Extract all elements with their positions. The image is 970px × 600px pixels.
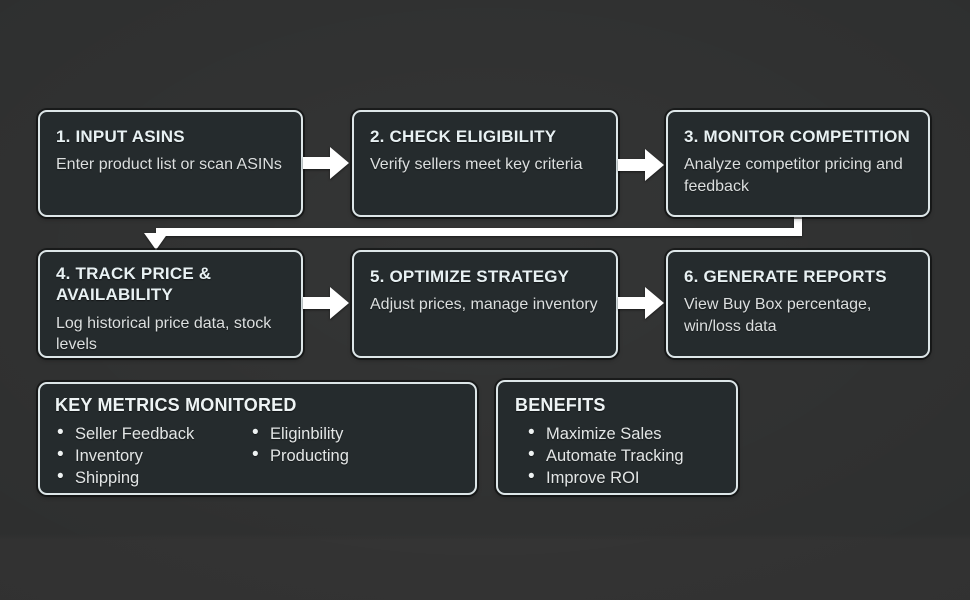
step-box-monitor-competition: 3. MONITOR COMPETITION Analyze competito… — [666, 110, 930, 217]
step-box-optimize-strategy: 5. OPTIMIZE STRATEGY Adjust prices, mana… — [352, 250, 618, 358]
step-title: 2. CHECK ELIGIBILITY — [370, 127, 557, 146]
metric-item: Producting — [250, 444, 349, 467]
benefit-item: Automate Tracking — [526, 444, 722, 467]
arrow-right-icon — [618, 287, 664, 319]
step-title: 6. GENERATE REPORTS — [684, 267, 887, 286]
metric-item: Eliginbility — [250, 422, 349, 445]
arrow-right-icon — [303, 147, 349, 179]
step-description: Analyze competitor pricing and feedback — [684, 156, 903, 195]
step-box-check-eligibility: 2. CHECK ELIGIBILITY Verify sellers meet… — [352, 110, 618, 217]
key-metrics-column-1: Seller Feedback Inventory Shipping — [55, 422, 250, 489]
metric-item: Seller Feedback — [55, 422, 250, 445]
benefits-panel: BENEFITS Maximize Sales Automate Trackin… — [496, 380, 738, 495]
benefits-title: BENEFITS — [515, 395, 606, 415]
key-metrics-title: KEY METRICS MONITORED — [55, 395, 297, 415]
step-title: 4. TRACK PRICE & AVAILABILITY — [56, 264, 212, 305]
metric-item: Inventory — [55, 444, 250, 467]
step-description: Adjust prices, manage inventory — [370, 296, 598, 314]
step-description: Verify sellers meet key criteria — [370, 156, 583, 174]
step-title: 1. INPUT ASINS — [56, 127, 185, 146]
arrow-right-icon — [618, 149, 664, 181]
step-title: 3. MONITOR COMPETITION — [684, 127, 911, 146]
step-box-track-price-availability: 4. TRACK PRICE & AVAILABILITY Log histor… — [38, 250, 303, 358]
metric-item: Shipping — [55, 466, 250, 489]
step-title: 5. OPTIMIZE STRATEGY — [370, 267, 570, 286]
key-metrics-panel: KEY METRICS MONITORED Seller Feedback In… — [38, 382, 477, 495]
step-box-generate-reports: 6. GENERATE REPORTS View Buy Box percent… — [666, 250, 930, 358]
benefit-item: Improve ROI — [526, 466, 722, 489]
key-metrics-column-2: Eliginbility Producting — [250, 422, 349, 489]
step-box-input-asins: 1. INPUT ASINS Enter product list or sca… — [38, 110, 303, 217]
key-metrics-columns: Seller Feedback Inventory Shipping Eligi… — [55, 422, 461, 489]
arrow-right-icon — [303, 287, 349, 319]
step-description: Enter product list or scan ASINs — [56, 156, 282, 174]
benefits-list: Maximize Sales Automate Tracking Improve… — [526, 422, 722, 489]
benefit-item: Maximize Sales — [526, 422, 722, 445]
step-description: View Buy Box percentage, win/loss data — [684, 296, 872, 335]
step-description: Log historical price data, stock levels — [56, 314, 272, 353]
